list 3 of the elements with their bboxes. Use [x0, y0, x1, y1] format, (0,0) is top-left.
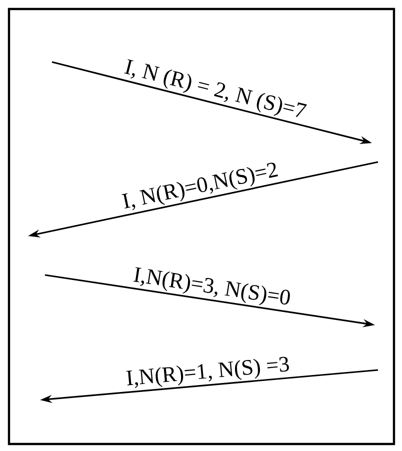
arrow-label: I,N(R)=3, N(S)=0	[133, 267, 290, 306]
arrow-label: I, N (R) = 2, N (S)=7	[124, 59, 307, 117]
arrow-label: I,N(R)=1, N(S) =3	[126, 356, 289, 388]
